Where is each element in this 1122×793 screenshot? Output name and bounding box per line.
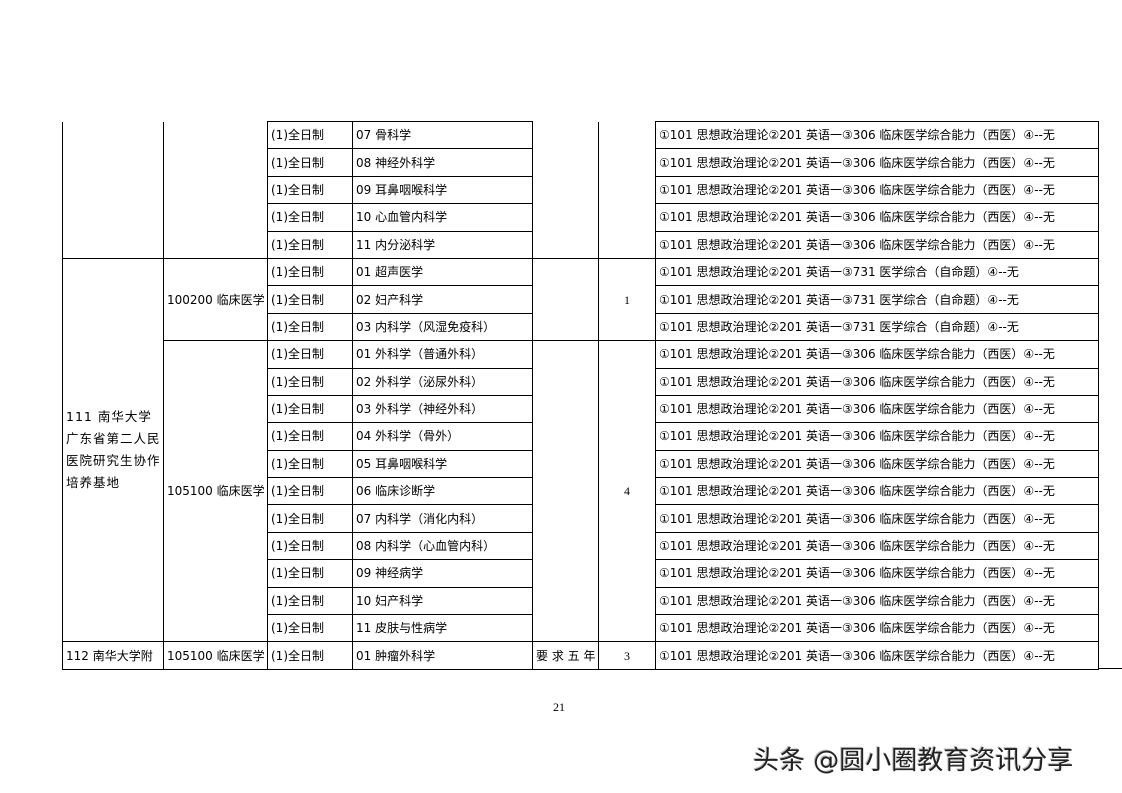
institution-cell [62, 121, 164, 259]
research-direction-cell: 02 妇产科学 [352, 285, 533, 314]
study-mode-cell: (1)全日制 [267, 449, 353, 479]
study-mode-cell: (1)全日制 [267, 285, 353, 314]
institution-cell: 111 南华大学广东省第二人民医院研究生协作培养基地 [62, 257, 164, 643]
exam-subjects-cell: ①101 思想政治理论②201 英语一③306 临床医学综合能力（西医）④--无 [655, 148, 1099, 177]
exam-subjects-cell: ①101 思想政治理论②201 英语一③306 临床医学综合能力（西医）④--无 [655, 394, 1099, 424]
research-direction-cell: 09 耳鼻咽喉科学 [352, 175, 533, 205]
research-direction-cell: 08 神经外科学 [352, 148, 533, 177]
research-direction-cell: 01 肿瘤外科学 [352, 641, 533, 670]
exam-subjects-cell: ①101 思想政治理论②201 英语一③731 医学综合（自命题）④--无 [655, 285, 1099, 314]
quota-cell [598, 121, 656, 259]
research-direction-cell: 06 临床诊断学 [352, 477, 533, 506]
study-mode-cell: (1)全日制 [267, 559, 353, 588]
research-direction-cell: 09 神经病学 [352, 559, 533, 588]
research-direction-cell: 04 外科学（骨外） [352, 422, 533, 451]
research-direction-cell: 05 耳鼻咽喉科学 [352, 449, 533, 479]
study-mode-cell: (1)全日制 [267, 148, 353, 177]
exam-subjects-cell: ①101 思想政治理论②201 英语一③306 临床医学综合能力（西医）④--无 [655, 340, 1099, 369]
major-cell: 105100 临床医学 [163, 641, 268, 670]
note-cell [532, 121, 599, 259]
study-mode-cell: (1)全日制 [267, 257, 353, 287]
study-mode-cell: (1)全日制 [267, 531, 353, 561]
exam-subjects-cell: ①101 思想政治理论②201 英语一③306 临床医学综合能力（西医）④--无 [655, 422, 1099, 451]
major-cell [163, 121, 268, 259]
research-direction-cell: 02 外科学（泌尿外科） [352, 367, 533, 396]
major-cell: 105100 临床医学 [163, 340, 268, 643]
research-direction-cell: 07 骨科学 [352, 120, 533, 150]
research-direction-cell: 11 皮肤与性病学 [352, 614, 533, 643]
exam-subjects-cell: ①101 思想政治理论②201 英语一③306 临床医学综合能力（西医）④--无 [655, 367, 1099, 396]
study-mode-cell: (1)全日制 [267, 175, 353, 205]
quota-cell: 3 [598, 641, 656, 670]
quota-cell: 4 [598, 340, 656, 643]
study-mode-cell: (1)全日制 [267, 422, 353, 451]
study-mode-cell: (1)全日制 [267, 586, 353, 616]
page-number: 21 [553, 700, 565, 714]
research-direction-cell: 10 心血管内科学 [352, 203, 533, 232]
research-direction-cell: 03 内科学（风湿免疫科） [352, 312, 533, 342]
study-mode-cell: (1)全日制 [267, 120, 353, 150]
study-mode-cell: (1)全日制 [267, 203, 353, 232]
note-cell: 要 求 五 年 [532, 641, 599, 670]
exam-subjects-cell: ①101 思想政治理论②201 英语一③306 临床医学综合能力（西医）④--无 [655, 641, 1099, 670]
research-direction-cell: 01 超声医学 [352, 257, 533, 287]
exam-subjects-cell: ①101 思想政治理论②201 英语一③306 临床医学综合能力（西医）④--无 [655, 559, 1099, 588]
exam-subjects-cell: ①101 思想政治理论②201 英语一③306 临床医学综合能力（西医）④--无 [655, 477, 1099, 506]
exam-subjects-cell: ①101 思想政治理论②201 英语一③306 临床医学综合能力（西医）④--无 [655, 531, 1099, 561]
study-mode-cell: (1)全日制 [267, 312, 353, 342]
quota-cell: 1 [598, 257, 656, 342]
research-direction-cell: 07 内科学（消化内科） [352, 504, 533, 533]
research-direction-cell: 03 外科学（神经外科） [352, 394, 533, 424]
watermark: 头条 @圆小圈教育资讯分享 [753, 746, 1074, 776]
exam-subjects-cell: ①101 思想政治理论②201 英语一③306 临床医学综合能力（西医）④--无 [655, 614, 1099, 643]
exam-subjects-cell: ①101 思想政治理论②201 英语一③306 临床医学综合能力（西医）④--无 [655, 230, 1099, 259]
note-cell [532, 340, 599, 643]
exam-subjects-cell: ①101 思想政治理论②201 英语一③306 临床医学综合能力（西医）④--无 [655, 586, 1099, 616]
exam-subjects-cell: ①101 思想政治理论②201 英语一③731 医学综合（自命题）④--无 [655, 312, 1099, 342]
research-direction-cell: 11 内分泌科学 [352, 230, 533, 259]
research-direction-cell: 10 妇产科学 [352, 586, 533, 616]
exam-subjects-cell: ①101 思想政治理论②201 英语一③306 临床医学综合能力（西医）④--无 [655, 120, 1099, 150]
research-direction-cell: 08 内科学（心血管内科） [352, 531, 533, 561]
study-mode-cell: (1)全日制 [267, 367, 353, 396]
note-cell [532, 257, 599, 342]
institution-cell: 112 南华大学附 [62, 641, 164, 670]
study-mode-cell: (1)全日制 [267, 477, 353, 506]
exam-subjects-cell: ①101 思想政治理论②201 英语一③306 临床医学综合能力（西医）④--无 [655, 449, 1099, 479]
study-mode-cell: (1)全日制 [267, 641, 353, 670]
exam-subjects-cell: ①101 思想政治理论②201 英语一③731 医学综合（自命题）④--无 [655, 257, 1099, 287]
study-mode-cell: (1)全日制 [267, 230, 353, 259]
study-mode-cell: (1)全日制 [267, 614, 353, 643]
exam-subjects-cell: ①101 思想政治理论②201 英语一③306 临床医学综合能力（西医）④--无 [655, 175, 1099, 205]
study-mode-cell: (1)全日制 [267, 504, 353, 533]
research-direction-cell: 01 外科学（普通外科） [352, 340, 533, 369]
exam-subjects-cell: ①101 思想政治理论②201 英语一③306 临床医学综合能力（西医）④--无 [655, 203, 1099, 232]
exam-subjects-cell: ①101 思想政治理论②201 英语一③306 临床医学综合能力（西医）④--无 [655, 504, 1099, 533]
study-mode-cell: (1)全日制 [267, 340, 353, 369]
study-mode-cell: (1)全日制 [267, 394, 353, 424]
major-cell: 100200 临床医学 [163, 257, 268, 342]
table-bottom-rule [1098, 668, 1122, 669]
